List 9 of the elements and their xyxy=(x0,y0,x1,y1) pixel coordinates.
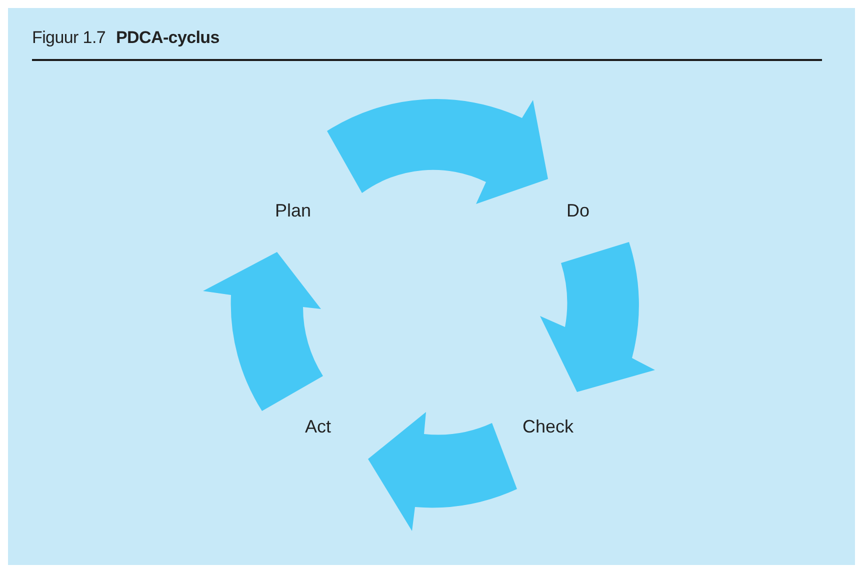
curved-block-arrow xyxy=(327,99,548,204)
step-label: Do xyxy=(564,198,592,224)
curved-block-arrow xyxy=(368,412,517,531)
curved-block-arrow xyxy=(203,252,323,411)
curved-block-arrow xyxy=(540,242,655,392)
figure-title: Figuur 1.7 PDCA-cyclus xyxy=(32,28,220,48)
step-label: Check xyxy=(520,414,576,440)
step-label: Plan xyxy=(272,198,314,224)
step-label: Act xyxy=(303,414,333,440)
